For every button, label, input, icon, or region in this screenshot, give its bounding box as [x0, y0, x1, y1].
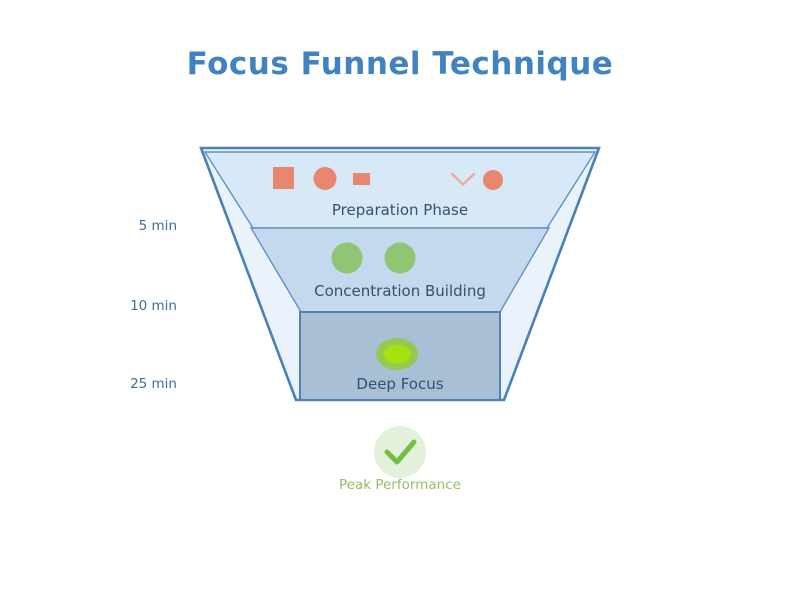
focus-core-inner-icon	[383, 344, 411, 364]
duration-label-preparation: 5 min	[139, 218, 177, 234]
stage-deep-focus-label: Deep Focus	[356, 375, 443, 393]
duration-label-concentration: 10 min	[130, 298, 177, 314]
stage-preparation-label: Preparation Phase	[332, 201, 468, 219]
duration-label-deep-focus: 25 min	[130, 376, 177, 392]
checkmark-badge	[374, 426, 426, 478]
rectangle-icon	[353, 173, 370, 185]
stage-concentration-label: Concentration Building	[314, 282, 486, 300]
concentration-dot-icon	[384, 242, 416, 274]
dot-icon	[483, 170, 503, 190]
circle-icon	[313, 167, 337, 190]
chevron-down-icon	[450, 172, 476, 187]
concentration-dot-icon	[331, 242, 363, 274]
square-icon	[273, 167, 294, 189]
page-title: Focus Funnel Technique	[186, 46, 614, 82]
outcome-label: Peak Performance	[339, 477, 461, 493]
checkmark-icon	[384, 439, 417, 465]
